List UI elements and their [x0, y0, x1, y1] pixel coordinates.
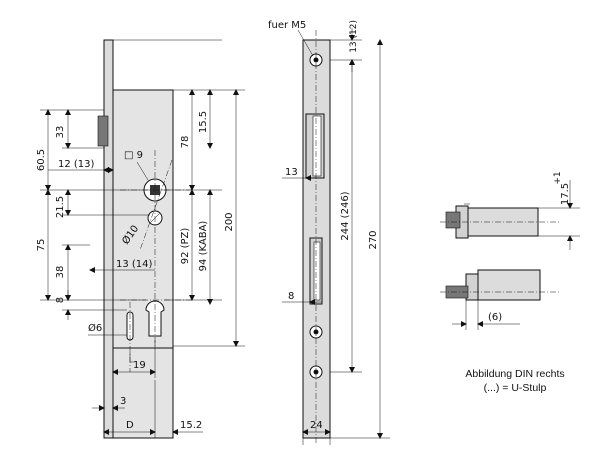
- latch-cutout: [97, 115, 109, 147]
- faceplate-view: fuer M5 13 (12) 244 (246) 270 13 8 24: [268, 20, 390, 445]
- dim-12-13: 12 (13): [58, 159, 95, 170]
- dim-94-kaba: 94 (KABA): [198, 221, 209, 272]
- dim-15-5: 15.5: [198, 111, 209, 133]
- front-faceplate-strip: [103, 39, 114, 439]
- caption-line-2: (...) = U-Stulp: [484, 382, 547, 394]
- dim-24: 24: [310, 420, 323, 431]
- screw-label: fuer M5: [268, 20, 306, 31]
- dim-6: (6): [488, 312, 502, 323]
- dim-3: 3: [120, 396, 126, 407]
- dim-13: 13: [285, 167, 298, 178]
- dim-15-2: 15.2: [180, 420, 202, 431]
- dim-square-9: □ 9: [124, 150, 143, 161]
- dim-13-12: 13 (12): [349, 20, 359, 53]
- dim-270: 270: [368, 230, 379, 249]
- dim-200: 200: [224, 212, 235, 231]
- bolt-body-bottom: [477, 269, 541, 301]
- dim-19: 19: [133, 360, 146, 371]
- dim-D: D: [126, 420, 134, 431]
- dim-17-5-tolerance: +1: [553, 171, 563, 184]
- dim-8: 8: [55, 297, 66, 303]
- caption-line-1: Abbildung DIN rechts: [465, 368, 564, 380]
- dim-8-faceplate: 8: [288, 291, 294, 302]
- dim-21-5: 21.5: [55, 196, 66, 218]
- dim-60-5: 60.5: [36, 149, 47, 171]
- dim-78: 78: [180, 136, 191, 149]
- bolt-detail-top: 17.5 +1: [440, 171, 580, 250]
- dim-92-pz: 92 (PZ): [180, 228, 191, 265]
- bolt-detail-bottom: (6): [440, 269, 560, 330]
- dim-33: 33: [55, 126, 66, 139]
- dim-phi6: Ø6: [88, 322, 102, 334]
- lock-front-view: 60.5 33 12 (13) 21.5 75 38 8 13 (14) Ø6 …: [36, 39, 245, 439]
- dim-75: 75: [36, 239, 47, 252]
- bolt-tip-top: [445, 211, 461, 229]
- dim-244-246: 244 (246): [340, 191, 351, 240]
- lock-lower-extension: [112, 347, 174, 439]
- dim-17-5: 17.5: [560, 183, 571, 205]
- dim-13-14: 13 (14): [116, 259, 153, 270]
- dim-38: 38: [55, 266, 66, 279]
